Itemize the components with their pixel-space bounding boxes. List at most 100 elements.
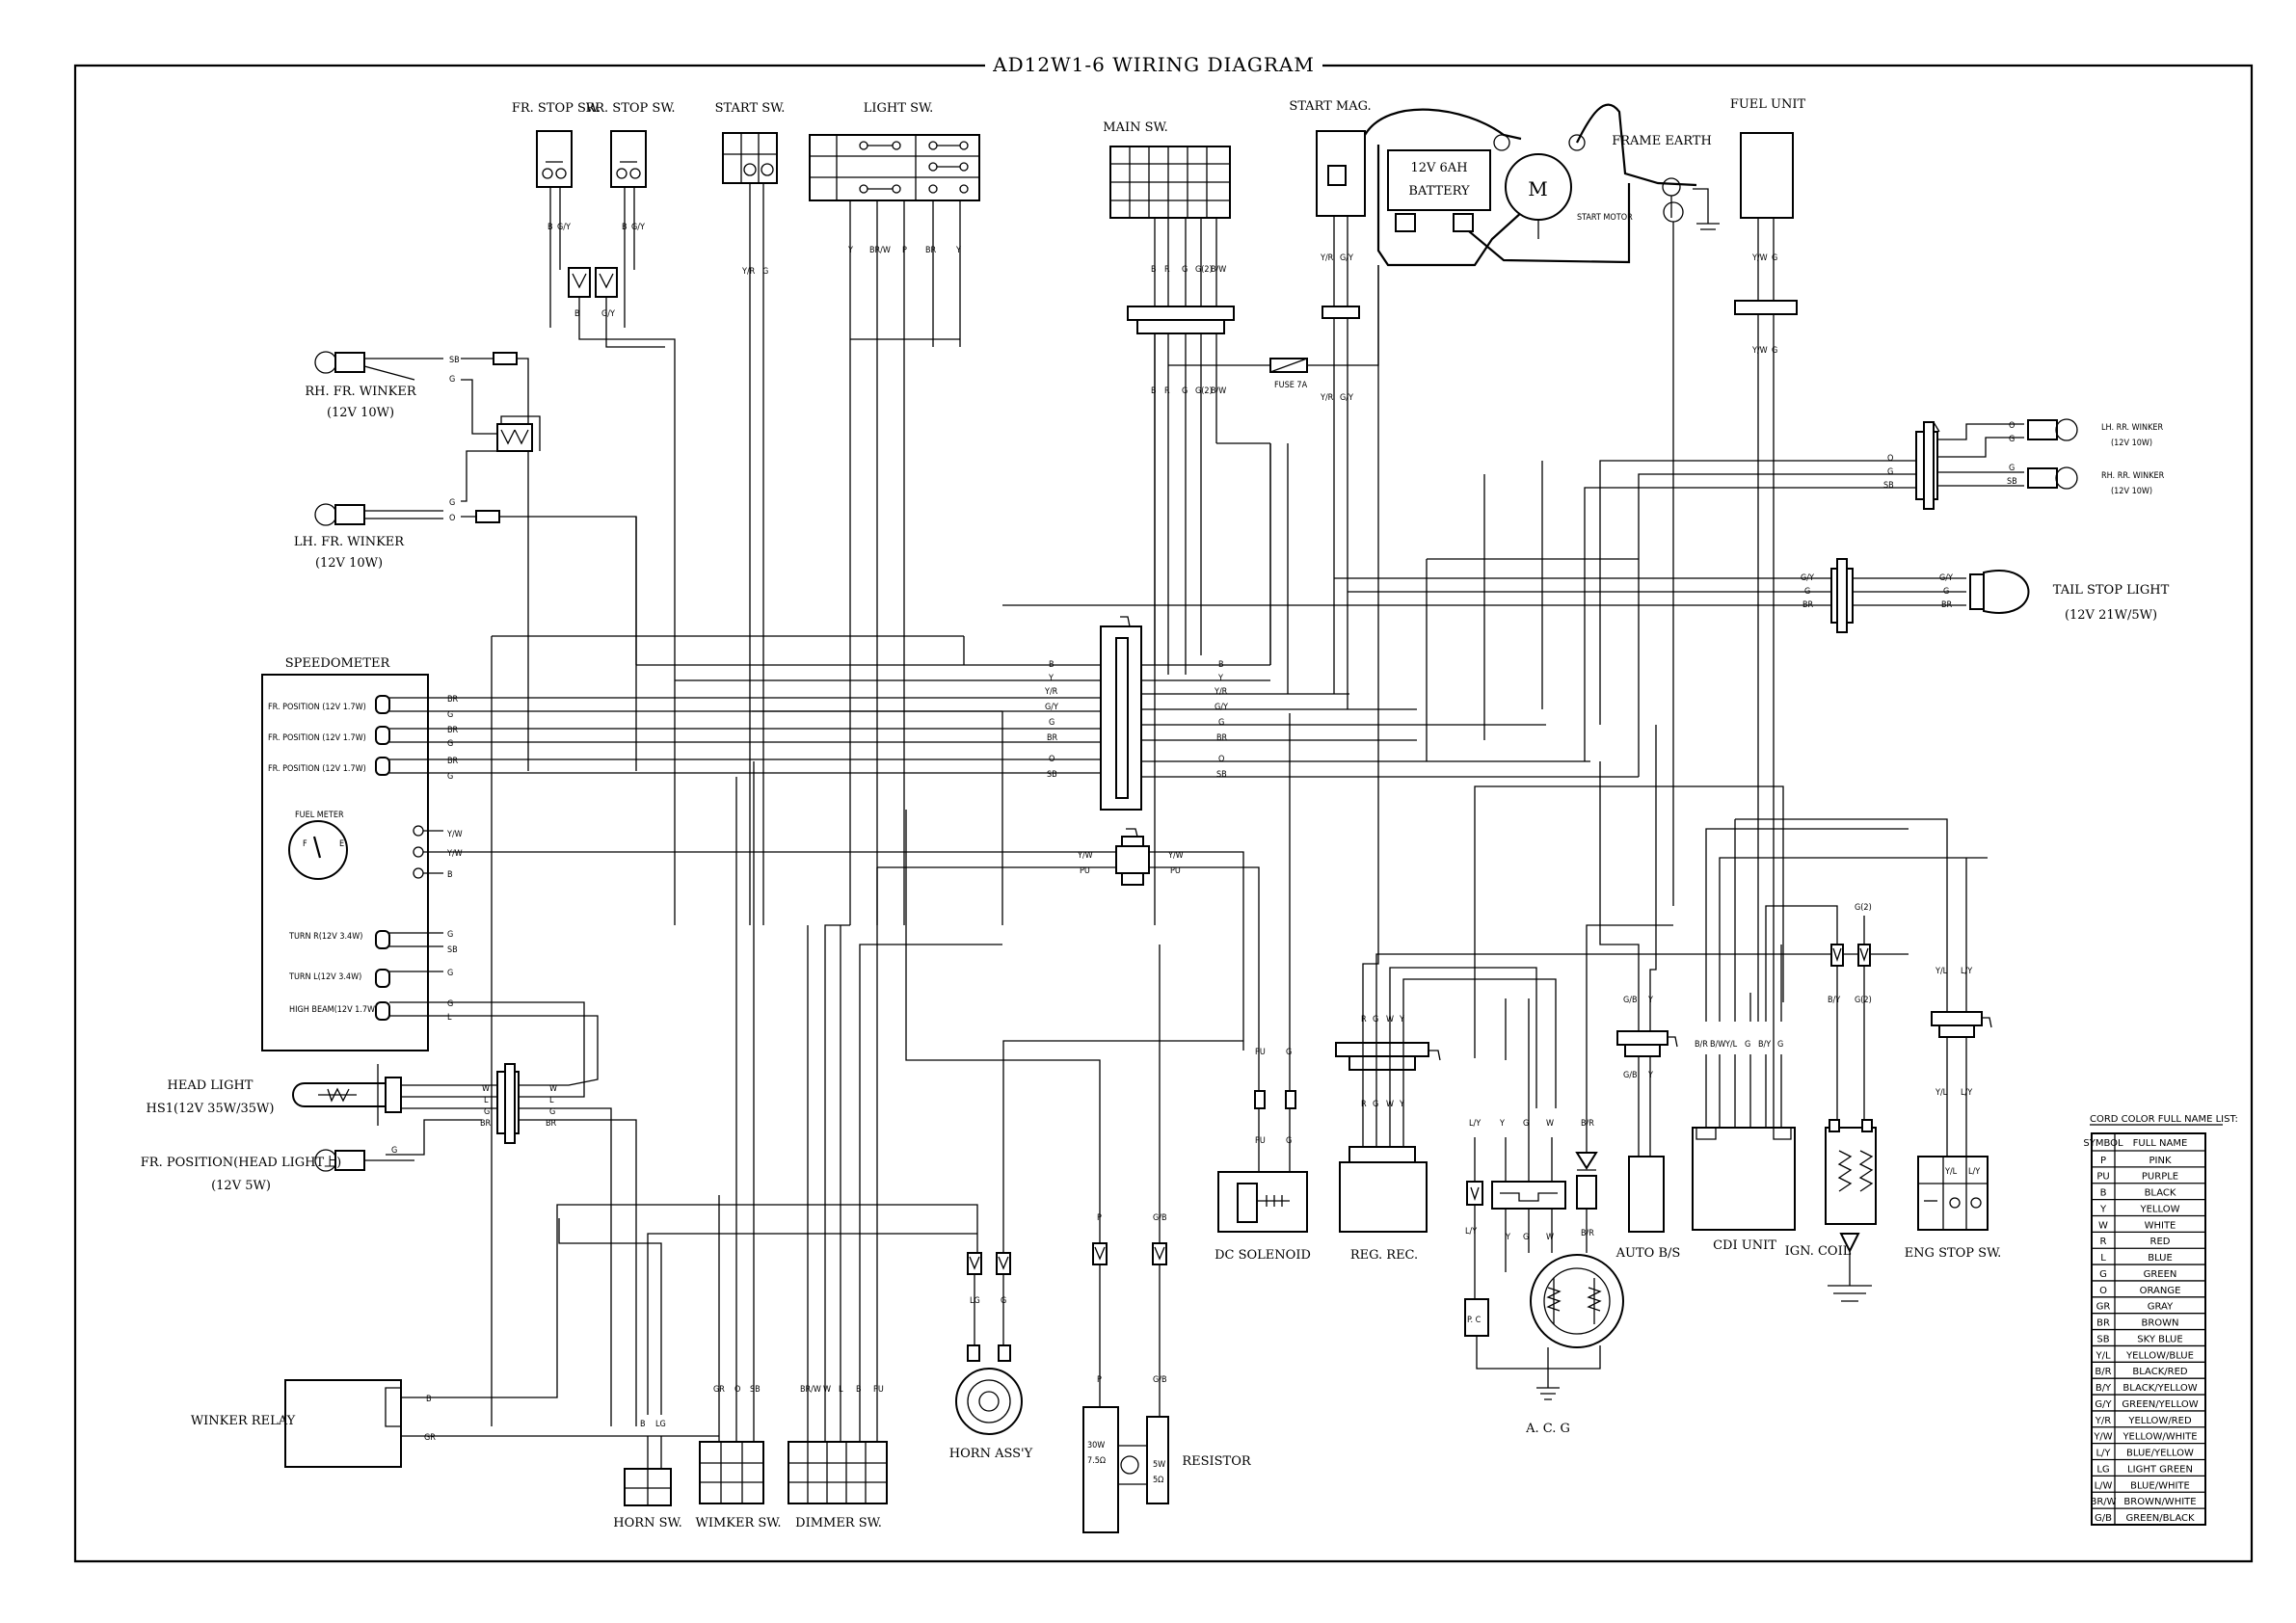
color-symbol: LG xyxy=(2096,1464,2109,1475)
svg-text:WINKER RELAY: WINKER RELAY xyxy=(191,1414,296,1428)
svg-text:(12V 21W/5W): (12V 21W/5W) xyxy=(2065,608,2157,623)
fr-position-head: G FR. POSITION(HEAD LIGHT上) (12V 5W) xyxy=(141,1146,414,1193)
svg-text:SB: SB xyxy=(447,945,458,955)
svg-text:(12V 10W): (12V 10W) xyxy=(327,406,394,420)
color-full-name: LIGHT GREEN xyxy=(2127,1464,2193,1475)
svg-text:SB: SB xyxy=(750,1385,761,1395)
svg-text:G: G xyxy=(1182,386,1188,396)
svg-text:B: B xyxy=(1151,265,1157,275)
right-bus-lines xyxy=(1269,443,1639,761)
svg-text:O: O xyxy=(1218,755,1224,764)
svg-text:L/Y: L/Y xyxy=(1465,1227,1477,1237)
svg-text:O: O xyxy=(2009,421,2015,431)
color-symbol: BR xyxy=(2096,1318,2110,1329)
svg-text:Y/W: Y/W xyxy=(1167,851,1184,861)
svg-text:WIMKER SW.: WIMKER SW. xyxy=(695,1516,781,1530)
svg-text:B/W: B/W xyxy=(1211,265,1226,275)
svg-text:PU: PU xyxy=(1255,1136,1266,1146)
svg-text:Y/L: Y/L xyxy=(1944,1167,1958,1177)
svg-text:RESISTOR: RESISTOR xyxy=(1182,1454,1252,1469)
svg-text:L/Y: L/Y xyxy=(1469,1119,1481,1129)
svg-text:G: G xyxy=(1523,1233,1529,1242)
svg-text:BR: BR xyxy=(925,246,937,255)
svg-text:PU: PU xyxy=(1170,866,1181,876)
svg-text:G/Y: G/Y xyxy=(601,309,615,319)
svg-text:LH. RR. WINKER: LH. RR. WINKER xyxy=(2101,423,2164,433)
svg-text:Y: Y xyxy=(1499,1119,1505,1129)
dimmer-switch: DIMMER SW. BR/W W L B PU xyxy=(788,867,1002,1530)
svg-text:HEAD LIGHT: HEAD LIGHT xyxy=(168,1078,254,1093)
svg-text:FR. POSITION (12V 1.7W): FR. POSITION (12V 1.7W) xyxy=(268,764,366,774)
svg-text:BR: BR xyxy=(447,726,459,735)
start-magnet: START MAG. Y/R G/Y Y/R G/Y xyxy=(1289,99,1372,424)
svg-text:G(2): G(2) xyxy=(1195,265,1213,275)
svg-text:L: L xyxy=(484,1096,489,1105)
svg-text:L: L xyxy=(447,1013,452,1023)
frame-earth: FRAME EARTH xyxy=(1612,134,1720,906)
svg-text:L/Y: L/Y xyxy=(1968,1167,1980,1177)
color-full-name: PINK xyxy=(2149,1156,2171,1166)
svg-text:SB: SB xyxy=(449,356,460,365)
color-full-name: BLACK xyxy=(2145,1188,2176,1199)
svg-text:G/B: G/B xyxy=(1623,1071,1638,1080)
color-full-name: BLUE xyxy=(2148,1253,2173,1264)
svg-text:(12V 10W): (12V 10W) xyxy=(2111,439,2152,448)
svg-text:G/Y: G/Y xyxy=(1045,703,1058,712)
color-full-name: BROWN xyxy=(2141,1318,2178,1329)
svg-text:G(2): G(2) xyxy=(1195,386,1213,396)
svg-text:TURN R(12V 3.4W): TURN R(12V 3.4W) xyxy=(288,932,362,942)
color-full-name: RED xyxy=(2150,1237,2171,1247)
svg-text:G: G xyxy=(447,710,453,720)
svg-text:W: W xyxy=(549,1084,557,1094)
svg-text:B: B xyxy=(547,223,553,232)
svg-text:(12V 10W): (12V 10W) xyxy=(315,556,383,571)
svg-text:PU: PU xyxy=(873,1385,884,1395)
svg-text:G(2): G(2) xyxy=(1855,996,1872,1005)
svg-text:E: E xyxy=(339,839,344,849)
svg-text:FULL NAME: FULL NAME xyxy=(2133,1138,2188,1149)
svg-text:TURN L(12V 3.4W): TURN L(12V 3.4W) xyxy=(288,972,361,982)
svg-text:B: B xyxy=(1049,660,1055,670)
svg-text:W: W xyxy=(1546,1119,1554,1129)
svg-text:30W: 30W xyxy=(1087,1441,1105,1450)
svg-text:Y/W: Y/W xyxy=(446,830,463,839)
svg-text:Y/W: Y/W xyxy=(446,849,463,859)
svg-text:Y/R: Y/R xyxy=(1320,253,1334,263)
fr-stop-switch: FR. STOP SW. B G/Y xyxy=(512,101,601,328)
svg-text:(12V 5W): (12V 5W) xyxy=(211,1179,271,1193)
svg-text:Y/R: Y/R xyxy=(1320,393,1334,403)
main-switch: MAIN SW. B R G G(2) B/W B R G G(2) B/W xyxy=(1103,120,1235,925)
svg-text:G: G xyxy=(1772,346,1777,356)
fuse: FUSE 7A xyxy=(1168,265,1379,390)
svg-text:G: G xyxy=(1218,718,1224,728)
rh-fr-winker: SB G RH. FR. WINKER (12V 10W) xyxy=(305,351,541,771)
svg-text:START SW.: START SW. xyxy=(715,101,786,116)
svg-text:LIGHT SW.: LIGHT SW. xyxy=(864,101,933,116)
svg-text:A. C. G: A. C. G xyxy=(1525,1422,1570,1436)
svg-text:G: G xyxy=(447,999,453,1009)
svg-text:B: B xyxy=(447,870,453,880)
svg-text:Y/R: Y/R xyxy=(1044,687,1058,697)
svg-text:AUTO B/S: AUTO B/S xyxy=(1615,1246,1681,1261)
svg-text:MAIN SW.: MAIN SW. xyxy=(1103,120,1167,135)
svg-text:G/Y: G/Y xyxy=(557,223,571,232)
auto-bs: G/B Y G/B Y AUTO B/S xyxy=(1599,725,1681,1261)
svg-text:TAIL STOP LIGHT: TAIL STOP LIGHT xyxy=(2053,583,2170,598)
svg-text:START MAG.: START MAG. xyxy=(1289,99,1371,114)
svg-text:SYMBOL: SYMBOL xyxy=(2083,1138,2123,1149)
svg-text:PU: PU xyxy=(1255,1048,1266,1057)
svg-text:BR/W: BR/W xyxy=(800,1385,821,1395)
svg-text:SB: SB xyxy=(1047,770,1057,780)
svg-text:5Ω: 5Ω xyxy=(1153,1476,1163,1485)
svg-text:G: G xyxy=(1049,718,1055,728)
color-table-title: CORD COLOR FULL NAME LIST: xyxy=(2090,1114,2238,1125)
color-symbol: G/Y xyxy=(2095,1399,2112,1410)
svg-text:FRAME EARTH: FRAME EARTH xyxy=(1612,134,1712,148)
color-full-name: YELLOW/BLUE xyxy=(2125,1350,2194,1361)
color-symbol: BR/W xyxy=(2090,1497,2116,1507)
svg-text:G/Y: G/Y xyxy=(631,223,645,232)
svg-text:BR: BR xyxy=(447,757,459,766)
